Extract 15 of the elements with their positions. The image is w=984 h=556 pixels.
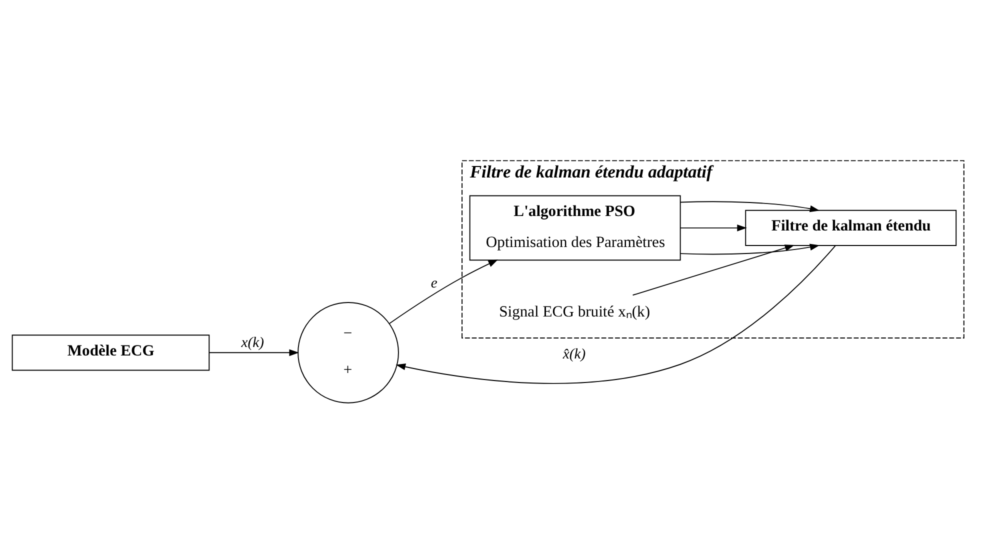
edge-label: e bbox=[430, 275, 438, 292]
arrow bbox=[680, 244, 820, 255]
node-box: L'algorithme PSO Optimisation des Paramètres bbox=[469, 195, 681, 261]
arrow bbox=[632, 244, 795, 296]
node-box: Modèle ECG bbox=[12, 334, 210, 371]
node-box: Filtre de kalman étendu bbox=[745, 210, 957, 246]
arrow bbox=[208, 349, 299, 356]
node-text: Signal ECG bruité xₙ(k) bbox=[499, 303, 650, 320]
arrow bbox=[680, 224, 747, 232]
arrow bbox=[680, 201, 820, 212]
edge-label: x(k) bbox=[241, 334, 264, 351]
arrow bbox=[388, 260, 498, 324]
arrow bbox=[396, 245, 836, 384]
edge-label: x̂(k) bbox=[562, 346, 586, 363]
node-circle: − + bbox=[298, 302, 399, 404]
